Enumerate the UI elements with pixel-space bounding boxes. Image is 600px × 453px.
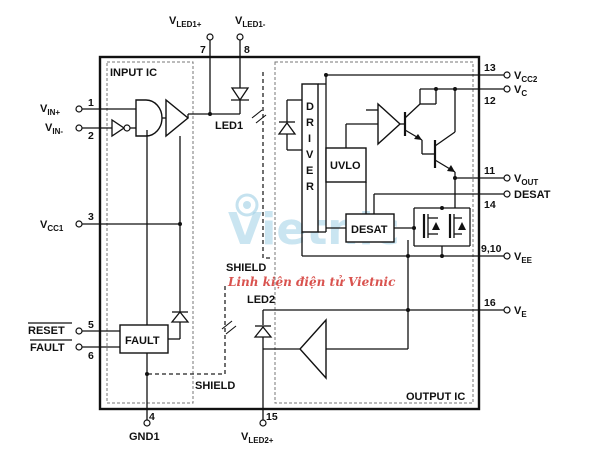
pin-1-number: 1 [88, 97, 94, 109]
pin-3-number: 3 [88, 211, 94, 223]
pin-5-number: 5 [88, 319, 94, 331]
pin-5-terminal [75, 327, 83, 335]
input-ic-label: INPUT IC [110, 67, 157, 79]
pin-7-terminal [206, 33, 214, 41]
output-bjt-stage [400, 89, 456, 173]
input-ic-region [106, 61, 194, 404]
pin-13-terminal [503, 71, 511, 79]
pin-12-terminal [503, 85, 511, 93]
pin-14-terminal [503, 190, 511, 198]
input-and-gate [135, 99, 163, 137]
watermark-logo-icon [235, 193, 259, 217]
led2-diode [253, 325, 273, 338]
output-ic-label: OUTPUT IC [406, 391, 465, 403]
pin-12-number: 12 [484, 95, 496, 107]
desat-pin-label: DESAT [514, 189, 551, 201]
svg-text:VCC1: VCC1 [40, 219, 64, 233]
input-buffer [165, 98, 190, 138]
uvlo-block [325, 147, 367, 183]
pin-15-terminal [259, 419, 267, 427]
led2-label: LED2 [247, 294, 275, 306]
svg-text:VCC2: VCC2 [514, 70, 538, 84]
pin-9-10-number: 9,10 [481, 243, 502, 255]
driver-block [301, 83, 319, 233]
led1-diode [230, 87, 250, 102]
pin-7-number: 7 [200, 44, 206, 56]
pin-11-terminal [503, 174, 511, 182]
svg-text:VLED1+: VLED1+ [169, 15, 202, 29]
fault-photodiode [168, 310, 190, 340]
led2-light-arrows [221, 320, 237, 335]
svg-text:I: I [308, 133, 311, 145]
uvlo-block-label: UVLO [330, 160, 361, 172]
svg-text:VC: VC [514, 84, 527, 98]
pin-8-terminal [236, 33, 244, 41]
svg-text:VIN+: VIN+ [40, 103, 60, 117]
led1-light-arrows [251, 109, 267, 124]
package-outline [98, 55, 481, 411]
svg-text:E: E [306, 165, 313, 177]
vled1-minus-name: V [235, 15, 243, 27]
pin-9-10-terminal [503, 252, 511, 260]
svg-text:VLED1-: VLED1- [235, 15, 266, 29]
pin-13-number: 13 [484, 62, 496, 74]
fault-pin-label: FAULT [30, 342, 65, 354]
led1-label: LED1 [215, 120, 243, 132]
pin-16-terminal [503, 306, 511, 314]
shield-top [262, 72, 273, 259]
svg-text:R: R [306, 117, 314, 129]
svg-text:VEE: VEE [514, 251, 533, 265]
shield-top-label: SHIELD [226, 262, 266, 274]
reset-pin-label: RESET [28, 325, 65, 337]
vled1-minus-sub: LED1- [242, 20, 265, 29]
pin-2-number: 2 [88, 130, 94, 142]
desat-mosfet-section [412, 206, 471, 247]
output-photodiode [277, 99, 302, 151]
pin-6-terminal [75, 343, 83, 351]
pin-4-terminal [143, 419, 151, 427]
input-inverter [111, 118, 136, 138]
shield-bottom [148, 286, 226, 375]
watermark-tagline: Linh kiện điện tử Vietnic [227, 274, 396, 289]
pin-8-number: 8 [244, 44, 250, 56]
vled1-plus-sub: LED1+ [176, 20, 201, 29]
pin-15-number: 15 [266, 411, 278, 423]
svg-text:VOUT: VOUT [514, 173, 538, 187]
pin-16-number: 16 [484, 297, 496, 309]
svg-text:R: R [306, 181, 314, 193]
pin-2-terminal [75, 124, 83, 132]
svg-text:VIN-: VIN- [45, 122, 63, 136]
output-ic-region [274, 61, 474, 404]
vled1-plus-name: V [169, 15, 177, 27]
desat-block-label: DESAT [351, 224, 388, 236]
gnd1-label: GND1 [129, 431, 160, 443]
shield-bottom-label: SHIELD [195, 380, 235, 392]
svg-text:VLED2+: VLED2+ [241, 431, 274, 445]
pin-1-terminal [75, 105, 83, 113]
fault-block [119, 324, 169, 354]
svg-text:D: D [306, 101, 314, 113]
pin-3-terminal [75, 220, 83, 228]
svg-text:VE: VE [514, 305, 527, 319]
led2-driver-amp [299, 318, 327, 380]
fault-block-label: FAULT [125, 335, 160, 347]
output-buffer-amp [377, 102, 402, 146]
svg-text:V: V [306, 149, 314, 161]
pin-11-number: 11 [484, 165, 495, 177]
pin-14-number: 14 [484, 199, 496, 211]
pin-4-number: 4 [149, 411, 155, 423]
pin-6-number: 6 [88, 350, 94, 362]
driver-label: D R I V E R [306, 101, 314, 193]
